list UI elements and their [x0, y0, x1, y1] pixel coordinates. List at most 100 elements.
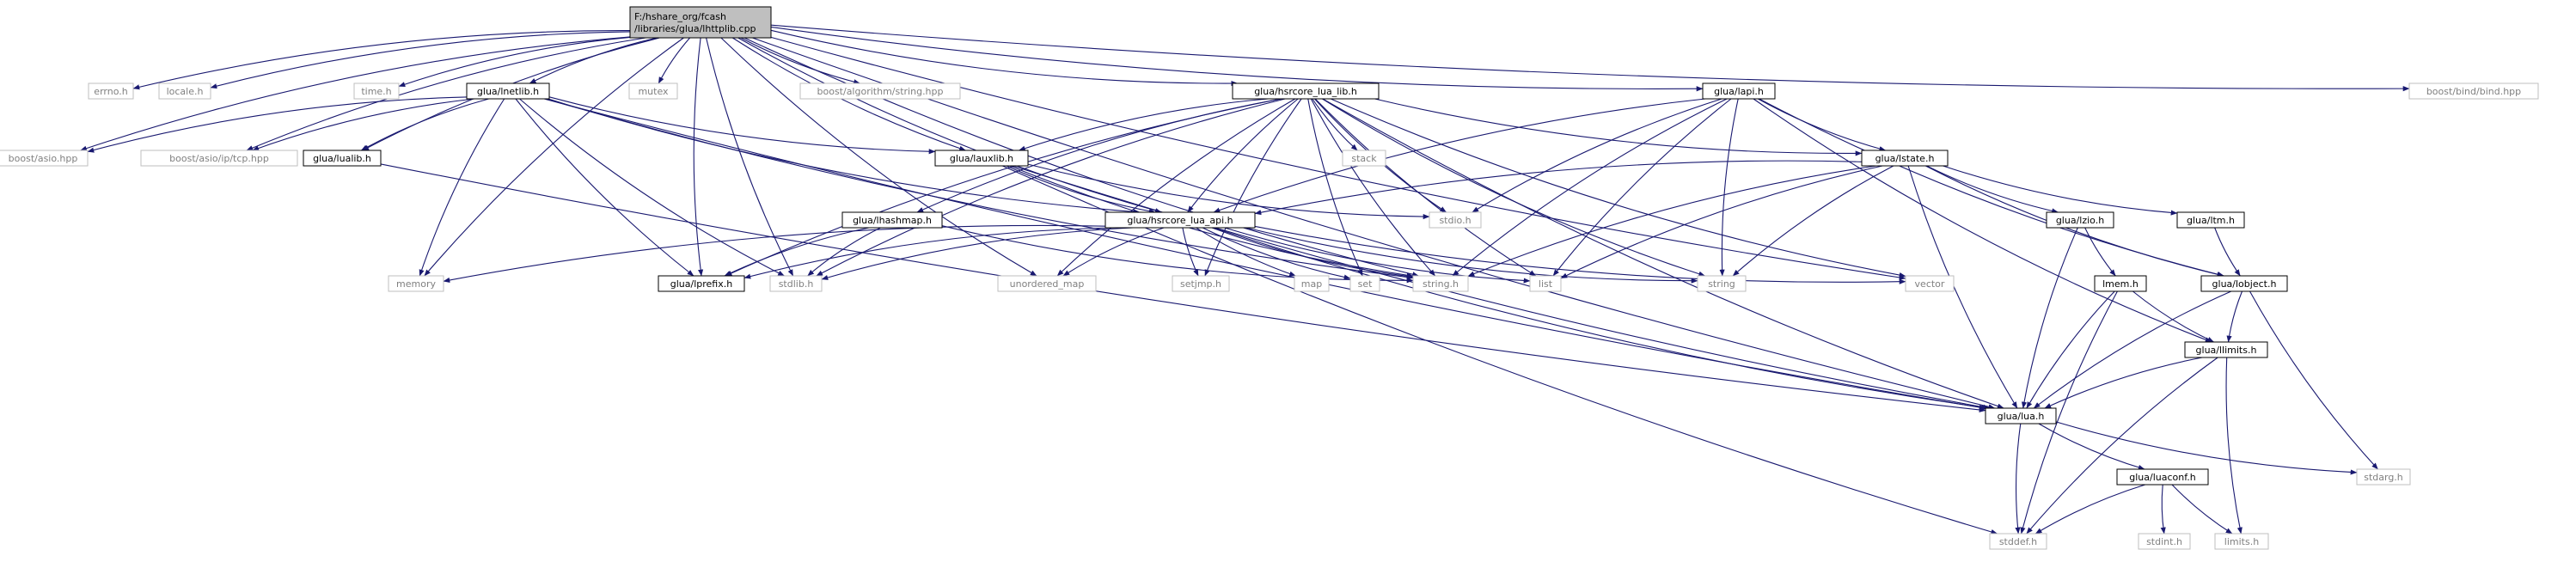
node-lmem[interactable]: lmem.h: [2094, 275, 2147, 292]
node-stack-label: stack: [1351, 153, 1377, 164]
node-stdlib[interactable]: stdlib.h: [769, 275, 823, 292]
edge-root-to-hsr_api: [737, 37, 1162, 214]
node-memory-box: [388, 275, 444, 292]
node-vector[interactable]: vector: [1905, 275, 1955, 292]
edge-root-to-tcp: [246, 37, 646, 151]
edge-lnetlib-to-hsr_api: [548, 98, 1141, 215]
node-ltm[interactable]: glua/ltm.h: [2176, 211, 2245, 229]
node-locale[interactable]: locale.h: [158, 82, 211, 100]
edge-hsr_api-to-lprefix: [743, 227, 1123, 279]
node-stdint-label: stdint.h: [2146, 536, 2182, 547]
node-lauxlib-box: [934, 150, 1029, 167]
node-set[interactable]: set: [1349, 275, 1380, 292]
node-lstate[interactable]: glua/lstate.h: [1861, 150, 1949, 167]
node-stdio-box: [1429, 211, 1482, 229]
node-lhashmap-box: [841, 211, 943, 229]
node-lobject[interactable]: glua/lobject.h: [2200, 275, 2288, 292]
edge-hsr_api-to-set: [1202, 227, 1351, 280]
node-setjmp[interactable]: setjmp.h: [1172, 275, 1230, 292]
node-stack[interactable]: stack: [1342, 150, 1386, 167]
node-stddef-label: stddef.h: [1999, 536, 2037, 547]
node-lstate-box: [1861, 150, 1949, 167]
edge-lnetlib-to-lualib: [360, 98, 489, 151]
node-lua[interactable]: glua/lua.h: [1985, 407, 2057, 425]
node-lprefix[interactable]: glua/lprefix.h: [658, 275, 745, 292]
node-stdint[interactable]: stdint.h: [2138, 533, 2191, 550]
node-stdio[interactable]: stdio.h: [1429, 211, 1482, 229]
node-map[interactable]: map: [1294, 275, 1330, 292]
node-lhashmap[interactable]: glua/lhashmap.h: [841, 211, 943, 229]
edge-lua-to-stddef: [2015, 423, 2022, 535]
node-luaconf-label: glua/luaconf.h: [2129, 472, 2196, 483]
node-string_h[interactable]: string.h: [1412, 275, 1469, 292]
node-lobject-box: [2200, 275, 2288, 292]
edge-lapi-to-lstate: [1758, 98, 1887, 152]
node-locale-label: locale.h: [167, 86, 204, 97]
node-lobject-label: glua/lobject.h: [2212, 278, 2277, 290]
edge-root-to-stdlib: [706, 37, 794, 277]
edge-lobject-to-stdarg: [2249, 290, 2378, 470]
node-root-box: [629, 6, 772, 39]
node-boost_alg-label: boost/algorithm/string.hpp: [817, 86, 944, 97]
node-hsr_api-label: glua/hsrcore_lua_api.h: [1127, 215, 1233, 226]
node-stdlib-label: stdlib.h: [779, 278, 814, 290]
edge-hsr_lib-to-lua: [1322, 98, 2004, 409]
node-ltm-box: [2176, 211, 2245, 229]
node-lauxlib[interactable]: glua/lauxlib.h: [934, 150, 1029, 167]
edge-hsr_api-to-string: [1245, 227, 1698, 284]
node-time[interactable]: time.h: [353, 82, 400, 100]
node-stdlib-box: [769, 275, 823, 292]
edge-lapi-to-list: [1552, 98, 1732, 277]
node-lauxlib-label: glua/lauxlib.h: [950, 153, 1013, 164]
node-lnetlib[interactable]: glua/lnetlib.h: [466, 82, 550, 100]
edge-hsr_api-to-setjmp: [1182, 227, 1199, 277]
node-lualib[interactable]: glua/lualib.h: [303, 150, 382, 167]
node-boost_bind[interactable]: boost/bind/bind.hpp: [2408, 82, 2539, 100]
node-memory[interactable]: memory: [388, 275, 444, 292]
node-boost_alg-box: [799, 82, 961, 100]
edge-lauxlib-to-stddef: [1002, 165, 1998, 535]
node-hsr_api[interactable]: glua/hsrcore_lua_api.h: [1104, 211, 1256, 229]
node-errno[interactable]: errno.h: [88, 82, 134, 100]
node-llimits-box: [2184, 341, 2268, 358]
node-luaconf-box: [2116, 468, 2209, 486]
edge-hsr_lib-to-unordered_map: [1056, 98, 1296, 277]
node-unordered_map-box: [997, 275, 1097, 292]
edge-lobject-to-llimits: [2226, 290, 2243, 343]
node-lstate-label: glua/lstate.h: [1875, 153, 1935, 164]
node-string[interactable]: string: [1697, 275, 1747, 292]
node-list[interactable]: list: [1529, 275, 1562, 292]
edge-lnetlib-to-boost_asio: [87, 96, 468, 153]
node-lapi[interactable]: glua/lapi.h: [1702, 82, 1776, 100]
edge-lhashmap-to-string_h: [941, 225, 1414, 284]
node-stddef-box: [1989, 533, 2047, 550]
node-limits[interactable]: limits.h: [2214, 533, 2269, 550]
node-stddef[interactable]: stddef.h: [1989, 533, 2047, 550]
node-hsr_lib-label: glua/hsrcore_lua_lib.h: [1254, 86, 1357, 97]
node-string_h-label: string.h: [1423, 278, 1459, 290]
edge-llimits-to-lua: [2044, 357, 2203, 409]
node-luaconf[interactable]: glua/luaconf.h: [2116, 468, 2209, 486]
edge-layer: [80, 24, 2410, 535]
node-stdarg[interactable]: stdarg.h: [2356, 468, 2411, 486]
node-lzio[interactable]: glua/lzio.h: [2046, 211, 2114, 229]
node-string-box: [1697, 275, 1747, 292]
node-boost_alg[interactable]: boost/algorithm/string.hpp: [799, 82, 961, 100]
node-time-label: time.h: [361, 86, 391, 97]
node-boost_asio[interactable]: boost/asio.hpp: [0, 150, 89, 167]
edge-lapi-to-hsr_api: [1213, 98, 1706, 213]
node-map-box: [1294, 275, 1330, 292]
edge-root-to-boost_bind: [770, 24, 2410, 92]
node-stdarg-box: [2356, 468, 2411, 486]
node-unordered_map[interactable]: unordered_map: [997, 275, 1097, 292]
node-llimits[interactable]: glua/llimits.h: [2184, 341, 2268, 358]
edge-hsr_api-to-unordered_map: [1062, 227, 1165, 277]
node-hsr_lib[interactable]: glua/hsrcore_lua_lib.h: [1232, 82, 1380, 100]
node-errno-label: errno.h: [94, 86, 127, 97]
edge-lnetlib-to-string_h: [545, 98, 1414, 280]
node-mutex[interactable]: mutex: [628, 82, 678, 100]
node-tcp[interactable]: boost/asio/ip/tcp.hpp: [140, 150, 298, 167]
edge-llimits-to-stddef: [2026, 357, 2218, 535]
edge-hsr_lib-to-stdlib: [816, 98, 1286, 277]
node-root[interactable]: F:/hshare_org/fcash/libraries/glua/lhttp…: [629, 6, 772, 39]
